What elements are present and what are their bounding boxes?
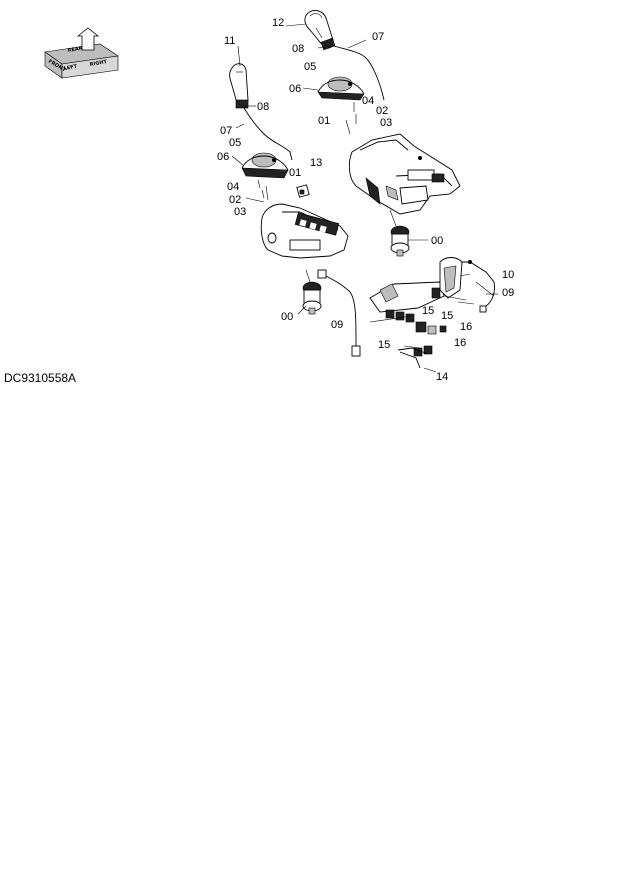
leader xyxy=(302,87,319,91)
screw-02 xyxy=(261,189,265,199)
callout-label: 00 xyxy=(281,311,293,323)
leader xyxy=(235,123,245,129)
callout-label: 11 xyxy=(224,35,235,47)
connector-13 xyxy=(296,184,310,198)
cable-10-right xyxy=(462,260,495,313)
cable-07-left xyxy=(243,107,293,161)
boot-05-lower xyxy=(241,152,289,179)
leader xyxy=(237,45,241,67)
callout-label: 12 xyxy=(272,17,284,29)
callout-label: 03 xyxy=(234,206,246,218)
boot-05-upper xyxy=(317,76,365,101)
callout-label: 13 xyxy=(310,157,322,169)
leader xyxy=(231,155,245,167)
right-console-housing xyxy=(348,133,461,215)
screw-01 xyxy=(345,119,351,135)
leader xyxy=(347,39,367,49)
orientation-word: REAR xyxy=(67,45,83,54)
orientation-cube-icon: REAR LEFT FRONT RIGHT xyxy=(44,27,119,79)
callout-label: 07 xyxy=(372,31,384,43)
drawing-code: DC9310558A xyxy=(4,371,76,385)
callout-label: 02 xyxy=(376,105,388,117)
relay-block-15 xyxy=(369,309,447,357)
callout-label: 16 xyxy=(454,337,466,349)
leader xyxy=(317,45,331,49)
left-joystick-grip xyxy=(229,63,249,109)
rotary-switch-00-right xyxy=(389,209,410,257)
callout-label: 14 xyxy=(436,371,448,383)
cable-09-left xyxy=(321,273,357,356)
callout-label: 15 xyxy=(378,339,390,351)
control-unit-bracket xyxy=(369,257,475,313)
callout-label: 09 xyxy=(502,287,514,299)
callout-label: 08 xyxy=(257,101,269,113)
screw-01 xyxy=(265,185,269,201)
leader xyxy=(245,197,265,203)
leader xyxy=(285,23,307,27)
leader xyxy=(459,273,471,277)
callout-label: 08 xyxy=(292,43,304,55)
callout-label: 06 xyxy=(289,83,301,95)
callout-label: 04 xyxy=(362,95,374,107)
orientation-word: RIGHT xyxy=(89,59,108,68)
callout-label: 09 xyxy=(331,319,343,331)
callout-label: 03 xyxy=(380,117,392,129)
callout-label: 04 xyxy=(227,181,239,193)
callout-label: 01 xyxy=(318,115,330,127)
callout-label: 15 xyxy=(441,310,453,322)
harness-14 xyxy=(397,345,429,369)
callout-label: 05 xyxy=(229,137,241,149)
callout-label: 10 xyxy=(502,269,514,281)
callout-label: 00 xyxy=(431,235,443,247)
callout-label: 07 xyxy=(220,125,232,137)
callout-label: 01 xyxy=(289,167,301,179)
screw-04 xyxy=(257,179,261,189)
leader xyxy=(297,305,307,315)
callout-label: 02 xyxy=(229,194,241,206)
right-joystick-grip xyxy=(304,10,336,51)
callout-label: 06 xyxy=(217,151,229,163)
leader xyxy=(423,367,437,373)
orientation-word: LEFT xyxy=(63,64,78,72)
cable-07 xyxy=(333,45,385,101)
callout-label: 15 xyxy=(422,305,434,317)
rotary-switch-00-left xyxy=(302,269,322,315)
callout-label: 16 xyxy=(460,321,472,333)
callout-label: 05 xyxy=(304,61,316,73)
left-console-housing xyxy=(260,203,349,259)
